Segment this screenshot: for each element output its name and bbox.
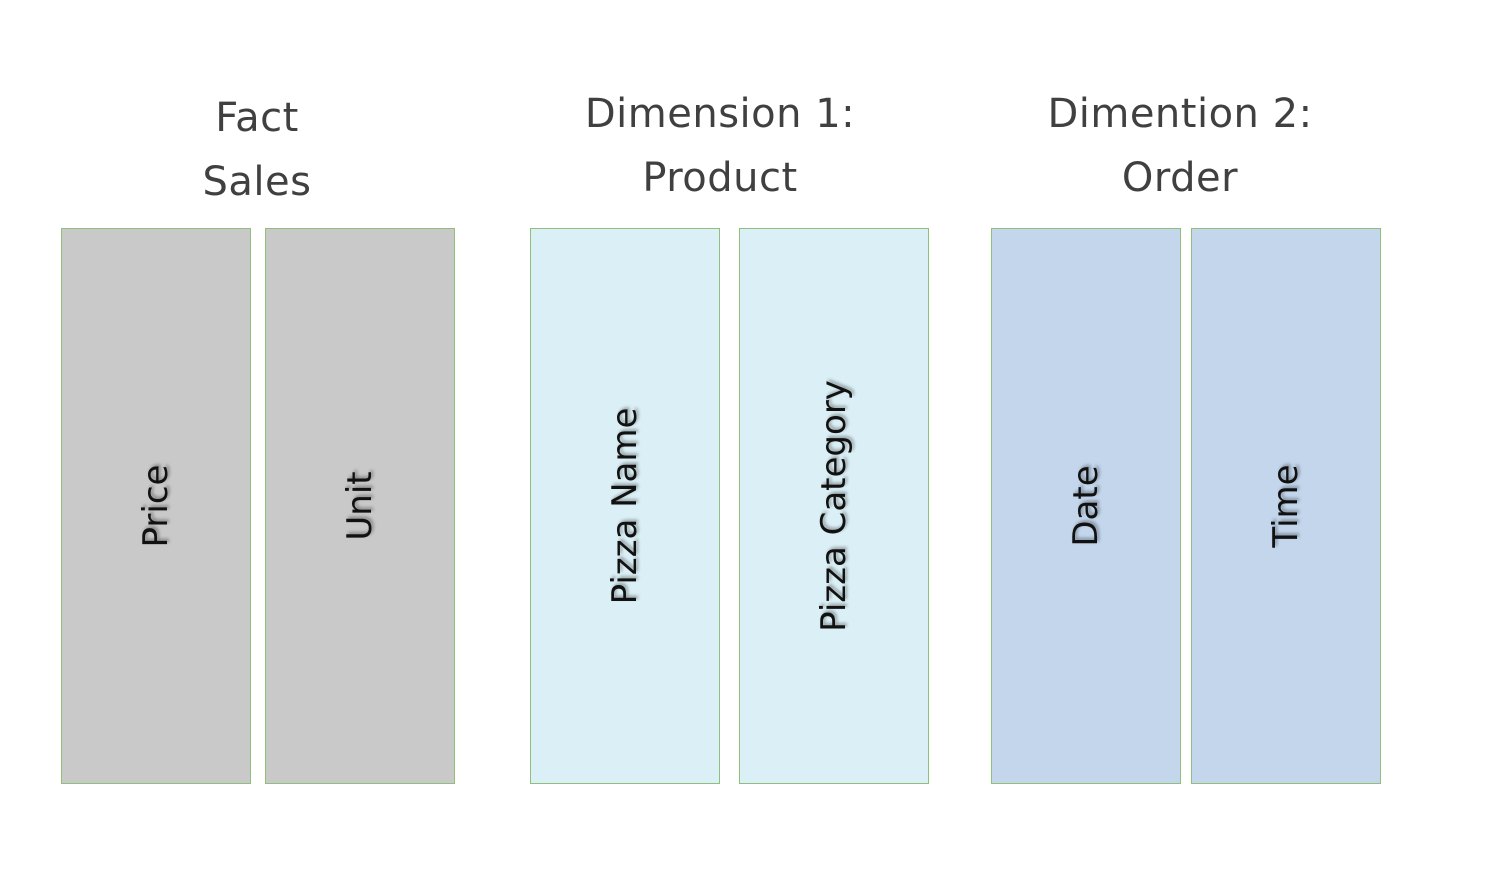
column-label: Pizza Category bbox=[814, 380, 854, 632]
group-title-line1: Fact bbox=[215, 95, 299, 141]
column-label: Time bbox=[1266, 464, 1306, 548]
group-title-line1: Dimension 1: bbox=[584, 91, 856, 137]
column-time: Time bbox=[1191, 228, 1381, 784]
column-label: Price bbox=[136, 464, 176, 548]
column-label: Date bbox=[1066, 465, 1106, 547]
group-title-dimension-product: Dimension 1: Product bbox=[520, 82, 920, 210]
column-unit: Unit bbox=[265, 228, 455, 784]
column-date: Date bbox=[991, 228, 1181, 784]
column-pizza-category: Pizza Category bbox=[739, 228, 929, 784]
column-pizza-name: Pizza Name bbox=[530, 228, 720, 784]
group-title-line2: Order bbox=[1121, 155, 1239, 201]
group-title-line1: Dimention 2: bbox=[1047, 91, 1313, 137]
group-title-dimension-order: Dimention 2: Order bbox=[980, 82, 1380, 210]
column-label: Pizza Name bbox=[605, 407, 645, 605]
group-title-line2: Sales bbox=[202, 159, 312, 205]
group-title-fact-sales: Fact Sales bbox=[57, 86, 457, 214]
group-title-line2: Product bbox=[642, 155, 798, 201]
column-price: Price bbox=[61, 228, 251, 784]
column-label: Unit bbox=[340, 471, 380, 541]
